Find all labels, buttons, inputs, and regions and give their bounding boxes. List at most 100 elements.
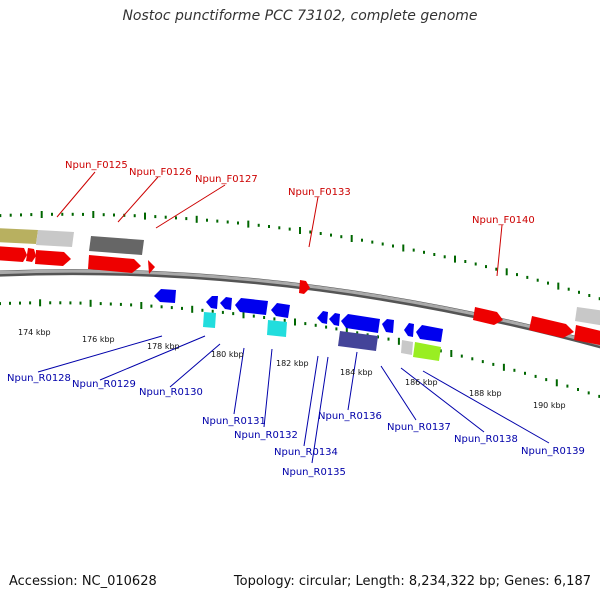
reverse-strand-ticks: [0, 299, 600, 398]
minor-tick: [481, 360, 484, 364]
reverse-gene-label[interactable]: Npun_R0139: [521, 446, 585, 457]
minor-tick: [471, 357, 474, 361]
minor-tick: [598, 394, 600, 398]
forward-gene-label[interactable]: Npun_F0126: [129, 167, 192, 178]
reverse-gene-label[interactable]: Npun_R0134: [274, 447, 338, 458]
reverse-label-leaders: [37, 335, 550, 464]
minor-tick: [598, 297, 600, 301]
gene-red[interactable]: [299, 280, 310, 294]
minor-tick: [423, 250, 425, 254]
minor-tick: [439, 349, 442, 353]
gene-red[interactable]: [0, 246, 27, 262]
gene-blue[interactable]: [154, 289, 176, 303]
minor-tick: [20, 213, 22, 217]
minor-tick: [516, 273, 518, 277]
gene-blue[interactable]: [220, 297, 232, 310]
major-tick: [39, 299, 42, 307]
major-tick: [454, 255, 456, 263]
reverse-gene-label[interactable]: Npun_R0132: [234, 430, 298, 441]
gene-blue[interactable]: [317, 311, 328, 324]
accession-text: Accession: NC_010628: [9, 574, 157, 589]
gene-darkgray[interactable]: [89, 236, 144, 255]
minor-tick: [381, 242, 384, 246]
gene-red[interactable]: [26, 248, 36, 262]
gene-navy[interactable]: [338, 331, 378, 351]
minor-tick: [232, 312, 235, 316]
minor-tick: [534, 374, 537, 378]
minor-tick: [164, 215, 167, 219]
reverse-gene-label[interactable]: Npun_R0130: [139, 387, 203, 398]
gene-blue[interactable]: [404, 323, 414, 337]
gene-cyan[interactable]: [203, 312, 216, 328]
major-tick: [397, 337, 400, 345]
minor-tick: [330, 233, 332, 237]
reverse-gene-label[interactable]: Npun_R0129: [72, 379, 136, 390]
minor-tick: [392, 244, 394, 248]
gene-blue[interactable]: [341, 314, 380, 333]
minor-tick: [325, 325, 328, 329]
minor-tick: [464, 260, 467, 263]
minor-tick: [314, 323, 317, 327]
forward-gene-label[interactable]: Npun_F0127: [195, 174, 258, 185]
minor-tick: [443, 255, 446, 259]
gene-blue[interactable]: [235, 298, 268, 315]
minor-tick: [460, 354, 463, 358]
gene-lime[interactable]: [413, 342, 441, 361]
reverse-gene-label[interactable]: Npun_R0136: [318, 411, 382, 422]
minor-tick: [547, 281, 549, 285]
gene-olive[interactable]: [0, 228, 38, 244]
major-tick: [502, 363, 505, 371]
ruler-label: 188 kbp: [469, 389, 502, 398]
reverse-gene-label[interactable]: Npun_R0128: [7, 373, 71, 384]
minor-tick: [0, 214, 2, 218]
gene-red[interactable]: [529, 316, 574, 338]
gene-gray[interactable]: [575, 307, 600, 326]
gene-blue[interactable]: [206, 296, 218, 309]
minor-tick: [119, 302, 122, 306]
forward-gene-label[interactable]: Npun_F0140: [472, 215, 535, 226]
minor-tick: [545, 378, 548, 382]
forward-gene-label[interactable]: Npun_F0133: [288, 187, 351, 198]
gene-red[interactable]: [574, 325, 600, 346]
minor-tick: [29, 301, 32, 305]
reverse-gene-label[interactable]: Npun_R0138: [454, 434, 518, 445]
gene-gray[interactable]: [36, 230, 74, 247]
gene-blue[interactable]: [271, 303, 290, 318]
reverse-gene-label[interactable]: Npun_R0135: [282, 467, 346, 478]
gene-red[interactable]: [148, 260, 155, 274]
minor-tick: [160, 305, 163, 309]
minor-tick: [566, 384, 569, 388]
reverse-genes: [154, 289, 443, 361]
gene-red[interactable]: [35, 250, 71, 266]
minor-tick: [154, 215, 157, 219]
major-tick: [92, 211, 95, 218]
minor-tick: [130, 303, 133, 307]
forward-gene-label[interactable]: Npun_F0125: [65, 160, 128, 171]
gene-blue[interactable]: [329, 313, 340, 326]
gene-red[interactable]: [473, 307, 503, 325]
minor-tick: [133, 214, 136, 218]
ruler-label: 186 kbp: [405, 378, 438, 387]
major-tick: [345, 327, 348, 335]
minor-tick: [268, 225, 270, 228]
reverse-gene-label[interactable]: Npun_R0137: [387, 422, 451, 433]
minor-tick: [433, 253, 436, 256]
topology-summary: Topology: circular; Length: 8,234,322 bp…: [233, 574, 591, 589]
minor-tick: [252, 314, 255, 318]
gene-cyan[interactable]: [267, 320, 287, 337]
gene-blue[interactable]: [382, 319, 394, 333]
minor-tick: [82, 212, 84, 216]
gene-blue[interactable]: [416, 325, 443, 342]
major-tick: [191, 305, 194, 313]
ruler-label: 176 kbp: [82, 335, 115, 344]
reverse-gene-label[interactable]: Npun_R0131: [202, 416, 266, 427]
minor-tick: [49, 301, 52, 305]
forward-strand-ticks: [0, 211, 600, 301]
major-tick: [557, 282, 560, 290]
major-tick: [242, 311, 245, 319]
minor-tick: [175, 216, 177, 220]
minor-tick: [335, 327, 338, 331]
gene-red[interactable]: [88, 255, 141, 273]
gene-gray[interactable]: [401, 340, 413, 355]
